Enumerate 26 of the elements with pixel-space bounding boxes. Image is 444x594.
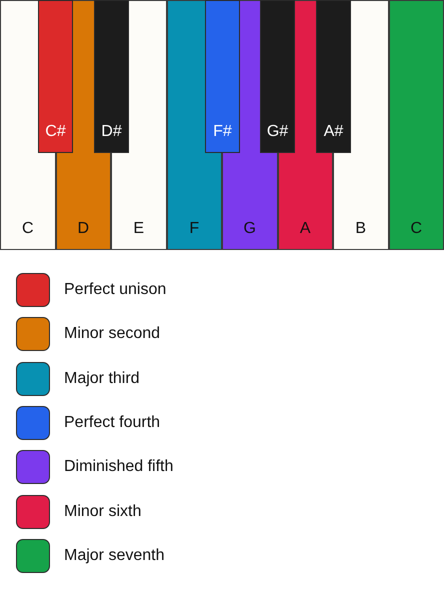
sharp-piano-key [260,0,295,153]
sharp-piano-key [94,0,129,153]
note-name: E [133,220,144,238]
note-name: F [189,220,200,238]
sharp-piano-key [205,0,240,153]
legend-label: Perfect unison [64,281,166,299]
note-name: C [22,220,34,238]
legend-label: Perfect fourth [64,414,160,432]
note-name: B [355,220,366,238]
note-name: G# [266,123,288,141]
legend-label: Minor sixth [64,502,142,520]
sharp-piano-key [316,0,351,153]
sharp-piano-key [38,0,73,153]
note-name: A# [324,123,344,141]
note-name: F# [213,123,232,141]
note-name: G [244,220,256,238]
legend-label: Major seventh [64,546,164,565]
note-name: D [77,220,90,238]
legend-label: Minor second [64,325,160,344]
legend-label: Diminished fifth [64,458,174,476]
natural-piano-key [388,0,444,250]
note-name: A [300,220,311,238]
note-name: D# [101,123,122,141]
note-name: C [410,220,422,238]
note-name: C# [45,123,66,141]
legend-label: Major third [64,370,140,388]
